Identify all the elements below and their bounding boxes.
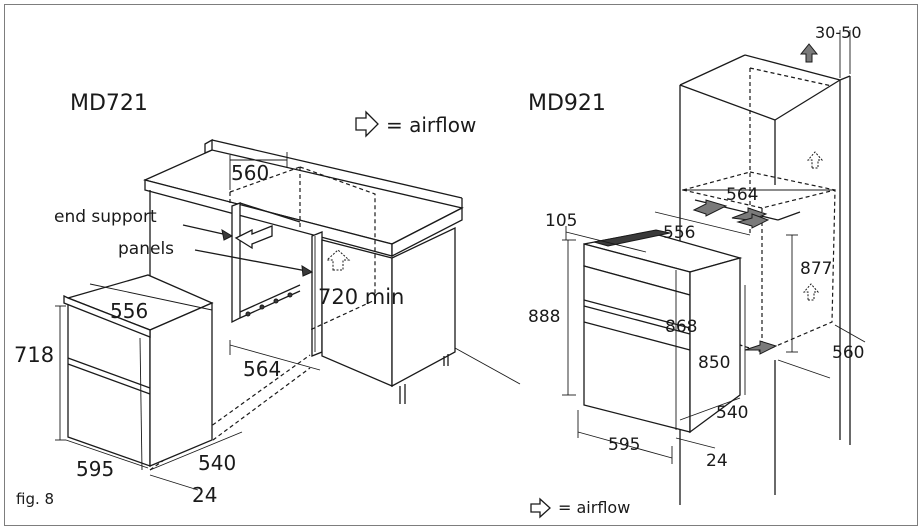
dim-595-md921: 595	[608, 435, 640, 455]
figure-caption: fig. 8	[16, 490, 54, 508]
md721-airflow-legend: = airflow	[386, 113, 476, 137]
dim-877: 877	[800, 259, 832, 279]
airflow-arrow-icon	[530, 497, 551, 519]
dim-718: 718	[14, 343, 54, 367]
airflow-arrow-icon	[806, 151, 824, 169]
airflow-arrow-icon	[802, 283, 820, 301]
oven-top-vent	[593, 229, 671, 247]
dim-24-md921: 24	[706, 451, 728, 471]
md721-drawing	[55, 110, 521, 491]
dim-850: 850	[698, 353, 730, 373]
figure-frame	[4, 4, 918, 526]
end-support-panel-left	[231, 202, 241, 324]
dim-556: 556	[110, 299, 148, 323]
md921-drawing	[530, 30, 866, 519]
worktop-side-edge	[391, 206, 463, 258]
oven-front-md921	[583, 265, 691, 433]
airflow-arrow-icon	[799, 43, 819, 63]
md721-title: MD721	[70, 91, 148, 116]
dim-888: 888	[528, 307, 560, 327]
airflow-arrow-icon	[736, 213, 770, 229]
dim-540-md921: 540	[716, 403, 748, 423]
dim-564: 564	[243, 357, 281, 381]
oven-fascia	[63, 294, 151, 338]
dim-540: 540	[198, 451, 236, 475]
md921-airflow-legend: = airflow	[558, 498, 630, 517]
md921-title: MD921	[528, 91, 606, 116]
dim-720-min: 720 min	[318, 285, 404, 309]
dim-105: 105	[545, 211, 577, 231]
airflow-arrow-icon	[355, 110, 379, 138]
dim-30-50: 30-50	[815, 23, 862, 42]
callout-panels: panels	[118, 239, 174, 259]
callout-end-support: end support	[54, 207, 157, 227]
airflow-arrow-icon	[234, 225, 273, 250]
dim-595: 595	[76, 457, 114, 481]
oven-side	[149, 302, 213, 467]
dim-556-md921: 556	[663, 223, 695, 243]
airflow-arrow-icon	[692, 199, 728, 217]
dim-868: 868	[665, 317, 697, 337]
dim-24: 24	[192, 483, 217, 507]
floor-line	[454, 347, 521, 385]
dim-564-md921: 564	[726, 185, 758, 205]
airflow-arrow-icon	[325, 249, 351, 271]
dim-560: 560	[231, 161, 269, 185]
airflow-arrow-icon	[744, 340, 778, 355]
dim-560-md921: 560	[832, 343, 864, 363]
upstand-left	[204, 138, 213, 154]
right-cabinet-side	[391, 226, 456, 388]
